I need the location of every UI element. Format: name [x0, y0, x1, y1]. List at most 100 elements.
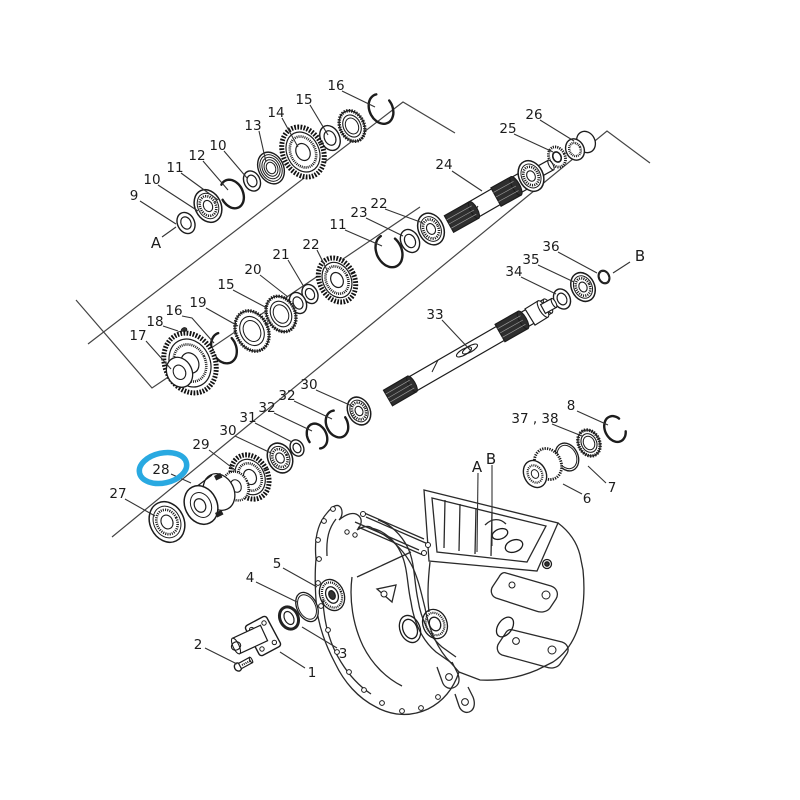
- housing-outline-1: [326, 518, 337, 557]
- leader-line-23: [384, 208, 424, 224]
- part-15b-synchro: [264, 294, 298, 334]
- part-22-gear: [315, 255, 359, 305]
- part-label-36: 36: [542, 239, 559, 255]
- part-label-17: 17: [129, 328, 146, 344]
- part-label-22: 22: [370, 196, 387, 212]
- part-21-ring: [301, 283, 319, 305]
- housing-outline-7: [423, 489, 559, 572]
- leader-line-12: [539, 119, 575, 142]
- part-label-11: 11: [329, 217, 346, 233]
- part-label-20: 20: [244, 262, 261, 278]
- part-16b-cring: [209, 331, 238, 365]
- leader-line-16: [205, 307, 239, 327]
- part-31-ring: [289, 439, 305, 457]
- part-23-ring: [399, 228, 421, 254]
- part-label-5: 5: [273, 556, 282, 572]
- leader-line-2: [180, 172, 219, 201]
- housing-outline-9: [458, 522, 585, 681]
- part-16-cring: [367, 93, 395, 125]
- leader-line-15: [181, 315, 215, 344]
- part-label-B: B: [486, 450, 496, 468]
- part-label-A: A: [151, 234, 162, 252]
- part-30-bearing: [266, 442, 294, 474]
- part-label-6: 6: [583, 491, 592, 507]
- leader-line-47: [204, 647, 238, 665]
- leader-line-10: [451, 170, 483, 192]
- part-27-bearing: [148, 500, 186, 544]
- leader-line-37: [551, 423, 583, 437]
- axis-rail-3: [111, 130, 651, 538]
- housing-outline-18: [357, 526, 424, 556]
- part-30c-bearing: [346, 396, 372, 426]
- part-label-7: 7: [608, 480, 617, 496]
- part-8-cring: [602, 414, 627, 444]
- part-label-3: 3: [339, 646, 348, 662]
- part-label-16: 16: [165, 303, 182, 319]
- part-34-ring: [552, 288, 572, 310]
- leader-line-3: [202, 160, 229, 191]
- leader-line-14: [162, 325, 179, 332]
- part-housing-housing: [314, 489, 585, 716]
- leader-line-41: [476, 472, 479, 553]
- part-37-38-synchro: [576, 428, 602, 458]
- part-label-19: 19: [189, 295, 206, 311]
- part-label-24: 24: [435, 157, 452, 173]
- part-label-23: 23: [350, 205, 367, 221]
- part-2-bolt: [233, 656, 254, 672]
- leader-line-35: [293, 400, 333, 420]
- part-14-gear: [279, 124, 327, 180]
- part-label-28: 28: [152, 462, 169, 478]
- part-4-oring: [295, 591, 319, 623]
- housing-outline-10: [427, 561, 431, 613]
- part-16-ring-synchro: [337, 108, 367, 144]
- housing-outline-16: [365, 516, 429, 545]
- part-label-32: 32: [258, 400, 275, 416]
- part-label-37,38: 37 , 38: [511, 411, 558, 427]
- leader-line-27: [557, 251, 598, 274]
- part-number-labels: 16151413101211109A2625242223112221201519…: [109, 78, 645, 681]
- leader-line-5: [258, 130, 267, 163]
- leader-line-4: [223, 150, 248, 179]
- part-label-33: 33: [426, 307, 443, 323]
- leader-line-1: [157, 184, 199, 212]
- leader-line-20: [316, 249, 329, 273]
- leader-lines: [124, 90, 631, 669]
- part-32b-cring: [324, 409, 350, 439]
- part-label-26: 26: [525, 107, 542, 123]
- housing-outline-13: [474, 507, 477, 555]
- leader-line-29: [124, 498, 156, 517]
- part-label-B: B: [635, 247, 645, 265]
- part-label-1: 1: [308, 665, 317, 681]
- part-33-shaft33: [382, 297, 558, 407]
- leader-line-13: [145, 340, 172, 370]
- leader-line-11: [513, 133, 554, 153]
- part-label-18: 18: [146, 314, 163, 330]
- part-label-A: A: [472, 458, 483, 476]
- leader-line-32: [234, 435, 272, 454]
- leader-line-43: [282, 567, 318, 588]
- part-36-oring: [597, 269, 611, 285]
- leader-line-28: [612, 261, 631, 274]
- housing-outline-0: [314, 504, 460, 716]
- housing-outline-8: [431, 497, 547, 563]
- part-label-8: 8: [567, 398, 576, 414]
- housing-outline-19: [354, 521, 420, 551]
- part-label-10: 10: [143, 172, 160, 188]
- part-28-drum: [183, 472, 236, 526]
- part-label-2: 2: [194, 637, 203, 653]
- part-label-34: 34: [505, 264, 522, 280]
- part-label-16: 16: [327, 78, 344, 94]
- part-12-cring: [220, 178, 246, 210]
- part-label-14: 14: [267, 105, 284, 121]
- part-label-15: 15: [295, 92, 312, 108]
- part-26-needle: [564, 130, 597, 161]
- housing-outline-23: [436, 661, 460, 689]
- leader-line-36: [315, 389, 353, 407]
- leader-line-44: [255, 581, 298, 603]
- part-label-31: 31: [239, 410, 256, 426]
- leader-line-46: [279, 651, 306, 669]
- part-3-seal: [277, 605, 301, 631]
- leader-line-8: [341, 90, 376, 108]
- housing-outline-11: [443, 499, 446, 549]
